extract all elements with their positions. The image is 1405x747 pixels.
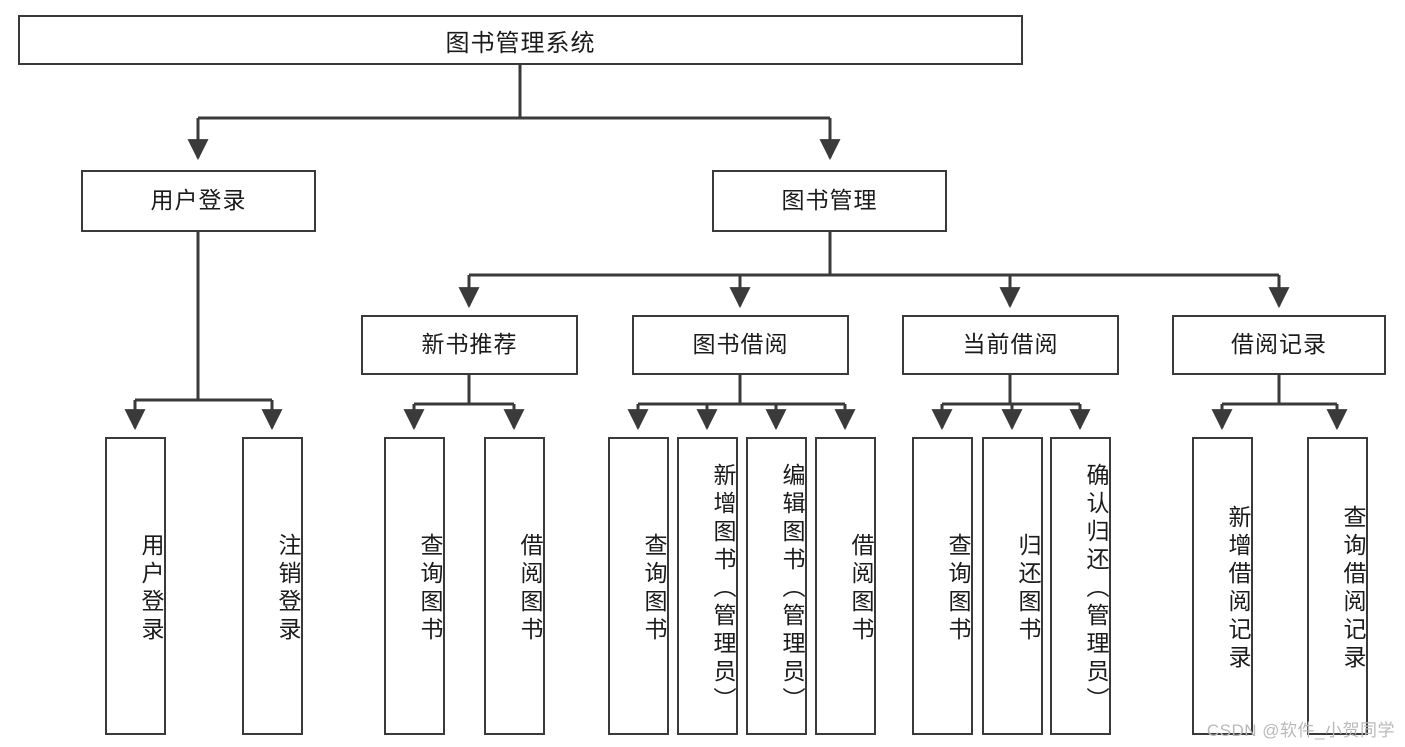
leaf-current-borrow-confirm-return[interactable]: 确认归还（管理员） [1050,437,1111,735]
leaf-new-book-query[interactable]: 查询图书 [384,437,445,735]
node-label: 图书管理 [781,187,878,214]
node-label: 新书推荐 [421,331,518,358]
leaf-user-login-logout[interactable]: 注销登录 [242,437,303,735]
node-label: 新增借阅记录 [1225,505,1251,673]
leaf-new-book-borrow[interactable]: 借阅图书 [484,437,545,735]
node-label: 查询图书 [641,533,667,645]
node-label: 借阅记录 [1231,331,1327,358]
node-label: 查询借阅记录 [1340,505,1366,673]
node-label: 查询图书 [417,533,443,645]
node-label: 新增图书（管理员） [710,463,736,715]
leaf-user-login-login[interactable]: 用户登录 [105,437,166,735]
node-label: 注销登录 [275,533,301,645]
leaf-book-borrow-borrow[interactable]: 借阅图书 [815,437,876,735]
node-current-borrow[interactable]: 当前借阅 [902,315,1119,375]
leaf-borrow-record-add[interactable]: 新增借阅记录 [1192,437,1253,735]
leaf-book-borrow-add[interactable]: 新增图书（管理员） [677,437,738,735]
node-book-management-system[interactable]: 图书管理系统 [18,15,1023,65]
node-label: 用户登录 [150,187,247,214]
node-label: 归还图书 [1015,533,1041,645]
node-label: 当前借阅 [962,331,1059,358]
node-label: 确认归还（管理员） [1083,463,1109,715]
node-label: 用户登录 [138,533,164,645]
node-borrow-record[interactable]: 借阅记录 [1172,315,1386,375]
node-user-login[interactable]: 用户登录 [81,170,316,232]
node-label: 图书管理系统 [445,29,596,57]
leaf-current-borrow-return[interactable]: 归还图书 [982,437,1043,735]
node-label: 图书借阅 [692,331,789,358]
node-label: 编辑图书（管理员） [779,463,805,715]
node-book-management[interactable]: 图书管理 [712,170,947,232]
node-label: 借阅图书 [848,533,874,645]
leaf-book-borrow-edit[interactable]: 编辑图书（管理员） [746,437,807,735]
leaf-current-borrow-query[interactable]: 查询图书 [912,437,973,735]
node-label: 查询图书 [945,533,971,645]
node-book-borrow[interactable]: 图书借阅 [632,315,849,375]
leaf-book-borrow-query[interactable]: 查询图书 [608,437,669,735]
node-label: 借阅图书 [517,533,543,645]
leaf-borrow-record-query[interactable]: 查询借阅记录 [1307,437,1368,735]
csdn-watermark: CSDN @软件_小贺同学 [1206,721,1395,740]
node-new-book-recommend[interactable]: 新书推荐 [361,315,578,375]
